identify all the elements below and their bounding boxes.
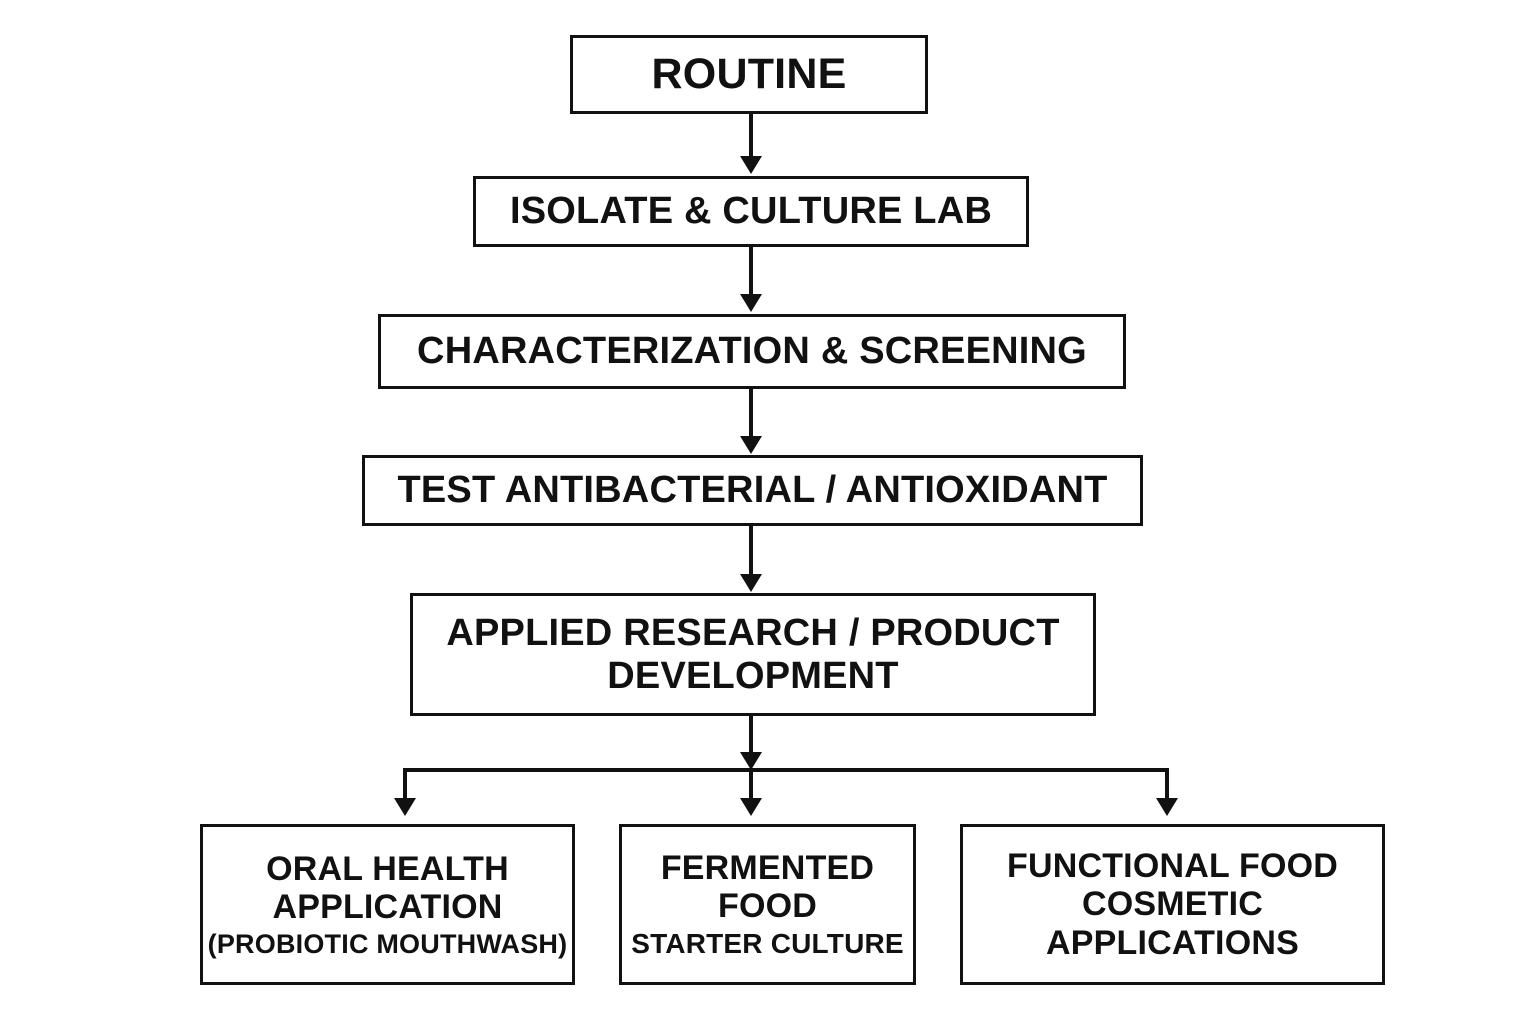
node-functional-food-cosmetic-applications[interactable]: FUNCTIONAL FOOD COSMETIC APPLICATIONS	[960, 824, 1385, 985]
node-test-line-1: TEST ANTIBACTERIAL / ANTIOXIDANT	[397, 469, 1108, 512]
connector-isolate-to-characterization-line	[749, 247, 753, 295]
node-oral-line-1: ORAL HEALTH	[266, 849, 509, 888]
node-characterization-line-1: CHARACTERIZATION & SCREENING	[417, 330, 1087, 373]
node-fermented-line-1: FERMENTED	[660, 849, 875, 888]
node-fermented-food-starter-culture[interactable]: FERMENTED FOOD STARTER CULTURE	[619, 824, 916, 985]
node-test-antibacterial-antioxidant[interactable]: TEST ANTIBACTERIAL / ANTIOXIDANT	[362, 455, 1143, 526]
node-isolate-culture-lab[interactable]: ISOLATE & CULTURE LAB	[473, 176, 1029, 247]
node-applied-line-1: APPLIED RESEARCH / PRODUCT	[446, 611, 1060, 654]
connector-split-to-functional-line	[1165, 768, 1169, 800]
node-functional-line-1: FUNCTIONAL FOOD	[1006, 847, 1338, 886]
node-routine[interactable]: ROUTINE	[570, 35, 928, 114]
node-oral-line-2: APPLICATION	[272, 887, 503, 926]
split-bar	[403, 768, 1169, 772]
node-oral-health-application[interactable]: ORAL HEALTH APPLICATION (PROBIOTIC MOUTH…	[200, 824, 575, 985]
node-routine-line-1: ROUTINE	[651, 50, 847, 99]
node-isolate-line-1: ISOLATE & CULTURE LAB	[510, 190, 992, 233]
node-characterization-screening[interactable]: CHARACTERIZATION & SCREENING	[378, 314, 1126, 389]
node-oral-line-3: (PROBIOTIC MOUTHWASH)	[207, 928, 568, 959]
connector-test-to-applied-arrowhead	[740, 574, 762, 592]
node-applied-research-product-development[interactable]: APPLIED RESEARCH / PRODUCT DEVELOPMENT	[410, 593, 1096, 716]
node-fermented-line-2: FOOD	[717, 887, 817, 926]
node-applied-line-2: DEVELOPMENT	[607, 654, 899, 697]
connector-characterization-to-test-line	[749, 389, 753, 437]
node-functional-line-2: COSMETIC	[1081, 885, 1264, 924]
node-functional-line-3: APPLICATIONS	[1045, 923, 1299, 962]
connector-split-to-fermented-line	[749, 768, 753, 800]
connector-routine-to-isolate-arrowhead	[740, 156, 762, 174]
connector-split-to-oral-arrowhead	[394, 798, 416, 816]
connector-isolate-to-characterization-arrowhead	[740, 294, 762, 312]
connector-routine-to-isolate-line	[749, 114, 753, 158]
connector-applied-to-split-line	[749, 716, 753, 754]
connector-split-to-functional-arrowhead	[1156, 798, 1178, 816]
connector-split-to-fermented-arrowhead	[740, 798, 762, 816]
connector-characterization-to-test-arrowhead	[740, 436, 762, 454]
connector-split-to-oral-line	[403, 768, 407, 800]
connector-test-to-applied-line	[749, 526, 753, 575]
connector-applied-to-split-arrowhead	[740, 752, 762, 770]
node-fermented-line-3: STARTER CULTURE	[631, 928, 904, 960]
